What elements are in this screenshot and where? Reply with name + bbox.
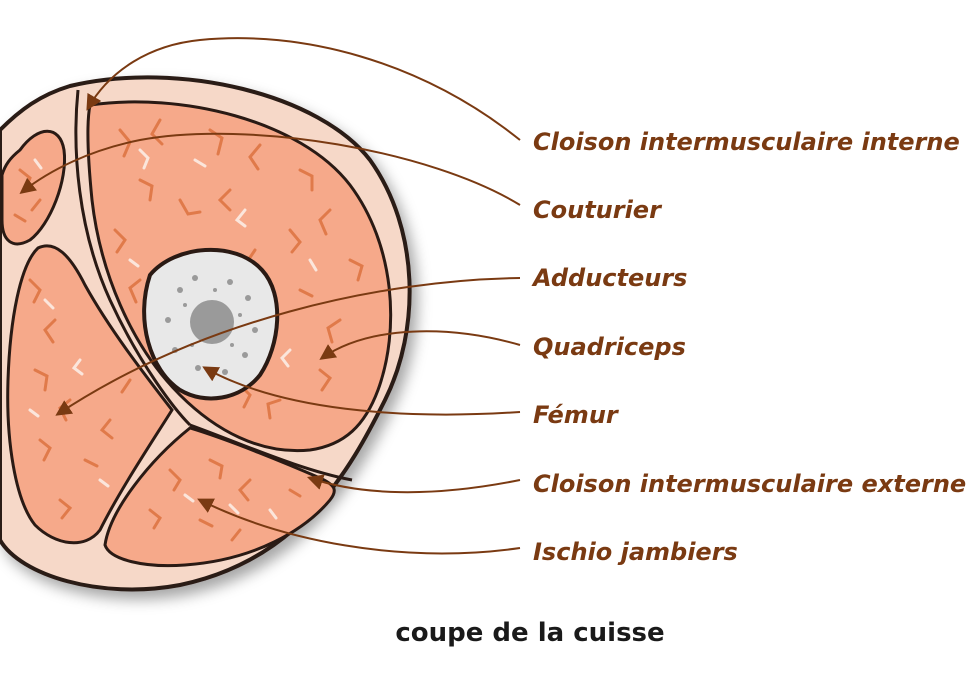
ischio-jambiers-muscle [103,426,336,568]
cloison-intermusculaire-externe [189,423,353,482]
label-quadriceps: Quadriceps [533,333,686,361]
label-cloison-interne: Cloison intermusculaire interne [533,128,960,156]
label-ischio-jambiers: Ischio jambiers [533,538,738,566]
muscle-texture [13,118,364,542]
diagram-caption: coupe de la cuisse [395,618,665,648]
label-adducteurs: Adducteurs [533,264,688,292]
leader-lines [19,37,521,555]
label-femur: Fémur [533,401,618,429]
cloison-intermusculaire-interne [74,89,192,427]
femur-bone [142,248,280,401]
label-couturier: Couturier [533,196,661,224]
label-cloison-externe: Cloison intermusculaire externe [533,470,967,498]
